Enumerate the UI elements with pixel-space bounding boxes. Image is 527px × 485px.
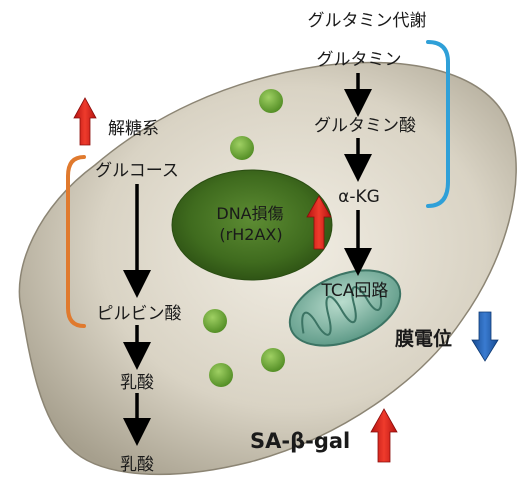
granule <box>230 136 254 160</box>
glutamine-label: グルタミン <box>317 50 402 70</box>
pyruvate-label: ピルビン酸 <box>97 304 182 324</box>
glucose-label: グルコース <box>95 161 179 181</box>
lactate-intracellular-label: 乳酸 <box>120 373 154 393</box>
pathway-arrows <box>123 73 372 446</box>
membrane-potential-label: 膜電位 <box>394 327 452 350</box>
granule <box>259 89 283 113</box>
akg-label: α-KG <box>338 187 380 207</box>
nucleus <box>171 169 333 281</box>
glycolysis-bracket <box>66 155 86 328</box>
tca-cycle-label: TCA回路 <box>321 281 389 301</box>
glutamine-bracket <box>426 40 450 208</box>
glycolysis-up-arrow-icon <box>73 97 97 146</box>
glycolysis-label: 解糖系 <box>108 119 159 139</box>
mitochondrion <box>288 269 402 347</box>
rh2ax-label: (rH2AX) <box>219 225 282 244</box>
granule <box>209 363 233 387</box>
dna-damage-label: DNA損傷 <box>216 204 283 223</box>
lactate-secreted-label: 乳酸 <box>120 455 154 475</box>
glutamine-metabolism-label: グルタミン代謝 <box>308 11 427 31</box>
sa-beta-gal-up-arrow-icon <box>370 408 398 463</box>
dna-damage-up-arrow-icon <box>306 195 332 250</box>
glutamate-label: グルタミン酸 <box>314 116 416 136</box>
granule <box>203 309 227 333</box>
membrane-potential-down-arrow-icon <box>471 311 499 362</box>
sa-beta-gal-label: SA-β-gal <box>250 429 350 453</box>
granule <box>261 348 285 372</box>
